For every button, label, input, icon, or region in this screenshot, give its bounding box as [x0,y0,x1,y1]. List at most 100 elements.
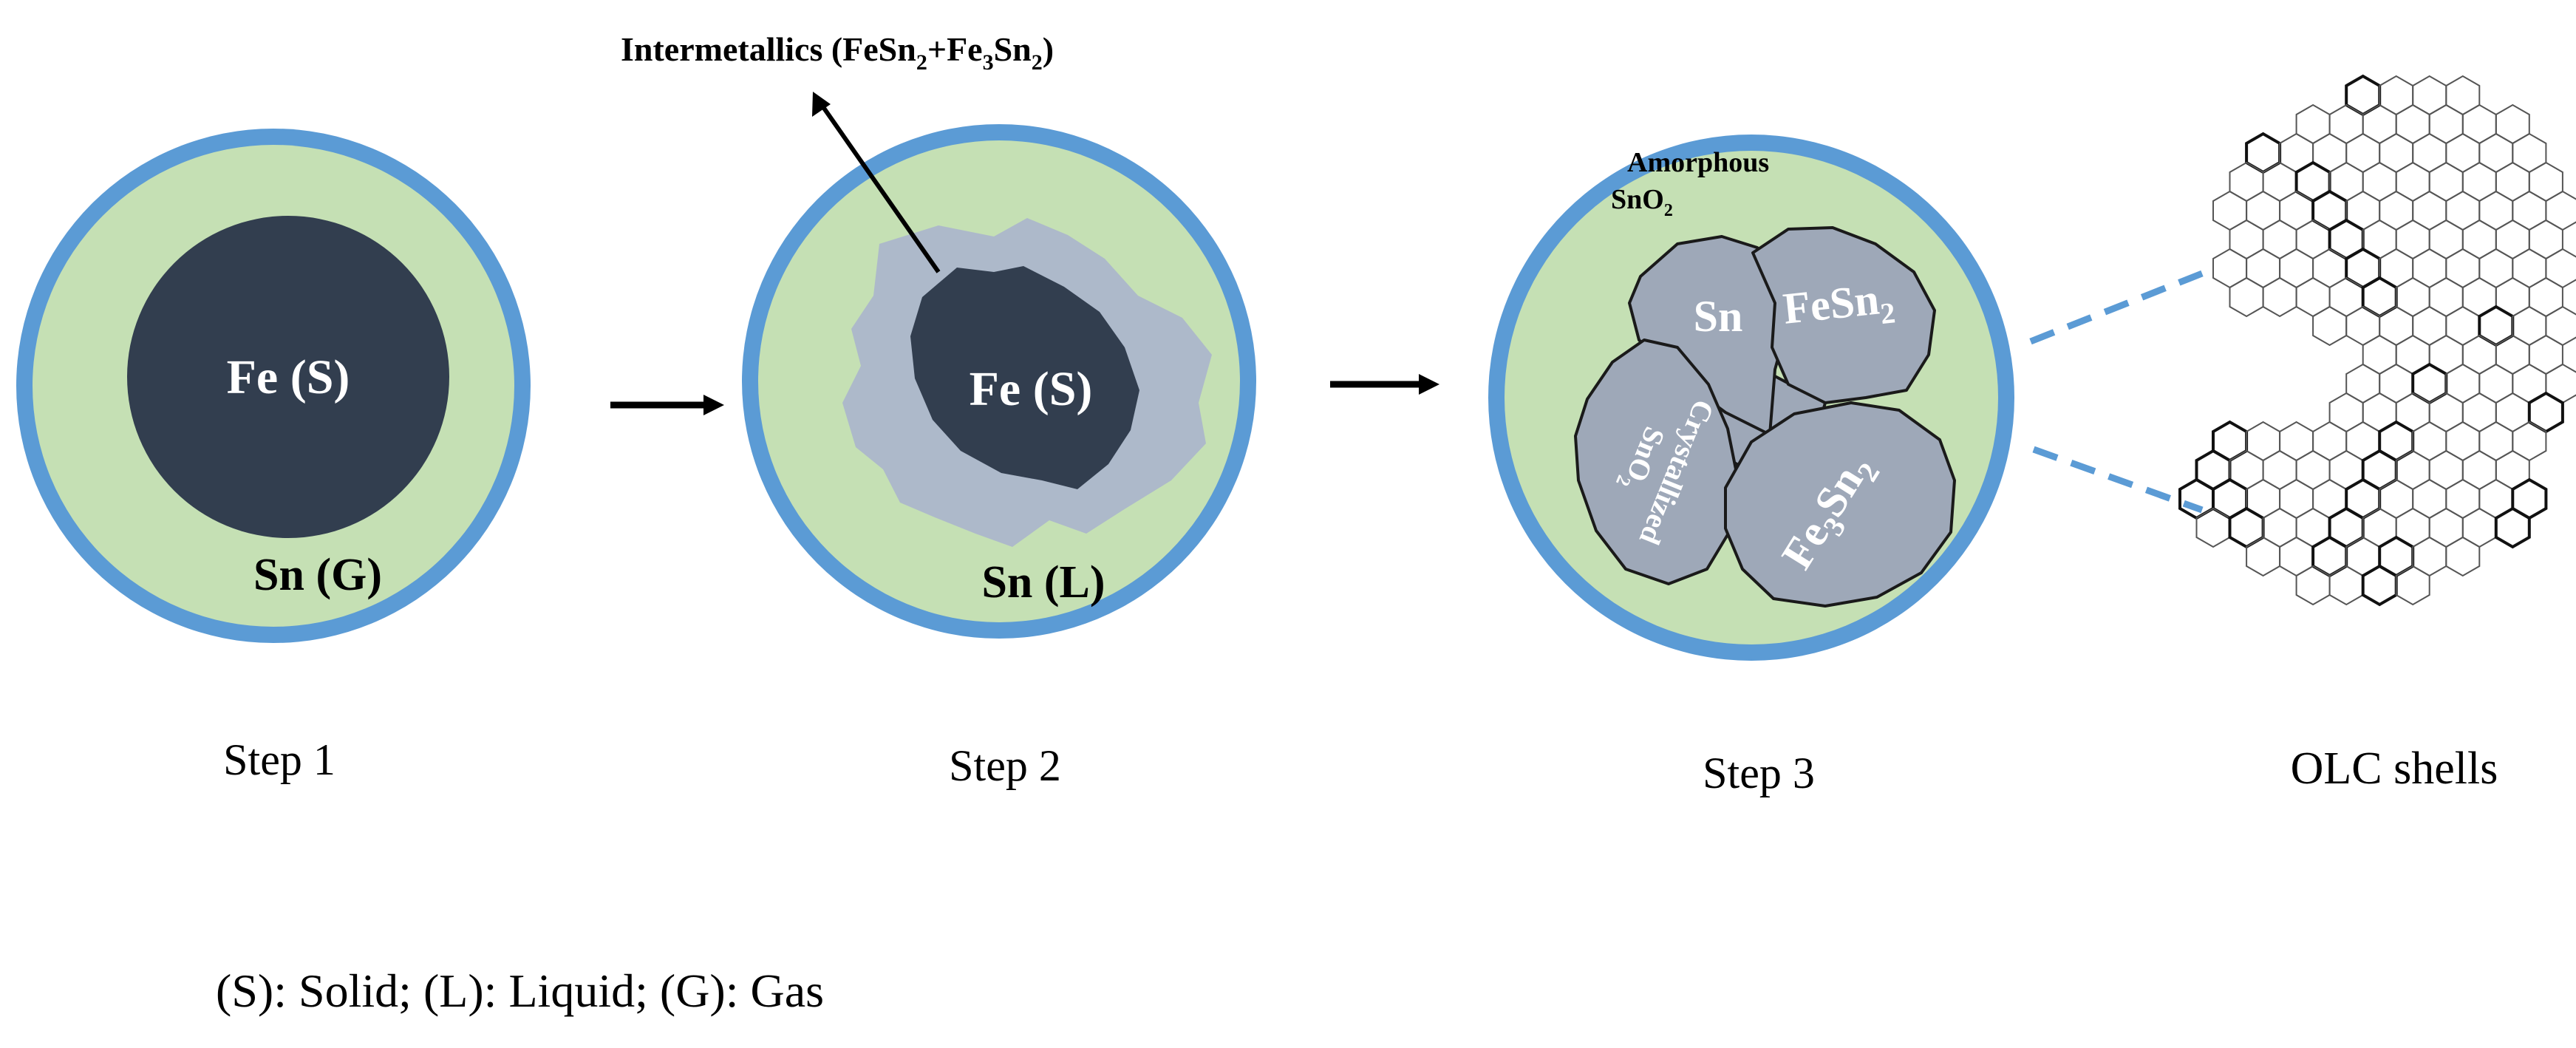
olc-hexagon [2478,421,2514,462]
olc-hexagon [2478,248,2514,289]
olc-hexagon [2295,276,2331,318]
olc-hexagon [2528,334,2563,375]
olc-hexagon [2445,248,2481,289]
intermetallics-pointer-arrow [812,92,941,273]
olc-hexagon [2461,103,2497,145]
olc-hexagon [2461,507,2497,548]
step2-caption: Step 2 [949,741,1061,790]
step3-particle: Amorphous SnO2 Sn FeSn2 Fe3Sn2 Crystalli… [1488,135,2014,661]
olc-hexagon [2495,219,2530,260]
olc-hexagon [2445,132,2481,174]
step3-grain-cryst-label-line2: SnO2 [1612,421,1672,496]
olc-hexagon [2395,565,2430,606]
olc-hexagon [2246,190,2281,231]
olc-hexagon [2428,507,2464,548]
olc-hexagon [2445,536,2481,577]
olc-hexagon [2528,161,2563,203]
olc-hexagon [2428,219,2464,260]
step3-amorphous-label-line1: Amorphous [1627,147,1769,178]
olc-hexagon [2279,536,2314,577]
olc-hexagon [2229,276,2264,318]
olc-hexagon [2545,248,2576,289]
step1-fe-core [127,216,449,538]
step3-grain-fesn2-label: FeSn2 [1781,273,1897,340]
olc-hexagon [2345,363,2381,404]
olc-hexagon [2246,421,2281,462]
olc-hexagon [2262,449,2297,491]
olc-hexagon [2428,161,2464,203]
olc-hexagon [2428,276,2464,318]
olc-hexagon [2412,421,2447,462]
olc-hexagon [2461,392,2497,433]
olc-hexagon [2412,75,2447,116]
olc-hexagon [2345,74,2382,117]
olc-hexagon [2445,478,2481,520]
olc-hexagon [2494,506,2531,549]
step3-caption: Step 3 [1703,749,1815,797]
olc-hexagon [2512,190,2547,231]
olc-hexagon [2461,219,2497,260]
olc-hexagon [2395,161,2430,203]
olc-hexagon [2478,132,2514,174]
onion-like-carbon-shell-icon [2178,74,2576,607]
step3-amorphous-label-line2: SnO2 [1611,184,1673,220]
intermetallics-label: Intermetallics (FeSn2+Fe3Sn2) [621,30,1054,75]
olc-hexagon [2312,421,2348,462]
olc-hexagon [2411,362,2448,405]
olc-hexagon [2412,305,2447,347]
olc-hexagon [2311,535,2348,578]
olc-hexagon [2245,132,2282,174]
olc-hexagon [2495,103,2530,145]
olc-hexagon [2212,190,2248,231]
olc-hexagon [2328,392,2364,433]
olc-hexagon [2361,276,2398,319]
olc-hexagon [2512,305,2547,347]
olc-hexagon [2478,363,2514,404]
dashed-connector-bottom [2032,446,2204,514]
olc-hexagon [2279,478,2314,520]
olc-hexagon [2395,103,2430,145]
olc-hexagon [2528,219,2563,260]
olc-hexagon [2395,276,2430,318]
arrow-step1-to-step2 [610,395,724,415]
olc-hexagon [2445,75,2481,116]
step2-particle: Fe (S) Sn (L) [742,124,1256,639]
olc-hexagon [2178,477,2215,520]
step2-fe-core [910,266,1139,489]
olc-hexagon [2412,478,2447,520]
olc-hexagon [2428,103,2464,145]
olc-hexagon [2512,248,2547,289]
olc-hexagon [2361,564,2398,607]
olc-hexagon [2228,506,2265,549]
olc-hexagon [2212,248,2248,289]
olc-hexagon [2545,190,2576,231]
olc-mesh [2178,74,2576,607]
olc-hexagon [2379,363,2414,404]
olc-hexagon [2478,304,2515,347]
olc-hexagon [2262,276,2297,318]
olc-hexagon [2262,219,2297,260]
olc-hexagon [2478,190,2514,231]
olc-caption: OLC shells [2291,744,2498,794]
olc-hexagon [2262,507,2297,548]
olc-hexagon [2461,161,2497,203]
olc-hexagon [2495,392,2530,433]
olc-hexagon [2428,449,2464,491]
step1-core-label: Fe (S) [227,350,350,404]
olc-hexagon [2528,276,2563,318]
olc-hexagon [2461,449,2497,491]
olc-hexagon [2445,305,2481,347]
olc-hexagon [2379,190,2414,231]
olc-hexagon [2495,161,2530,203]
dashed-connector-top [2029,270,2204,345]
olc-hexagon [2279,421,2314,462]
step3-grain-sn [1628,235,1790,436]
arrow-step2-to-step3 [1330,374,1439,395]
step1-shell-label: Sn (G) [253,550,382,600]
step2-core-label: Fe (S) [970,362,1093,416]
olc-hexagon [2362,334,2397,375]
olc-hexagon [2512,132,2547,174]
olc-hexagon [2362,161,2397,203]
olc-hexagon [2395,219,2430,260]
legend-text: (S): Solid; (L): Liquid; (G): Gas [216,964,824,1017]
